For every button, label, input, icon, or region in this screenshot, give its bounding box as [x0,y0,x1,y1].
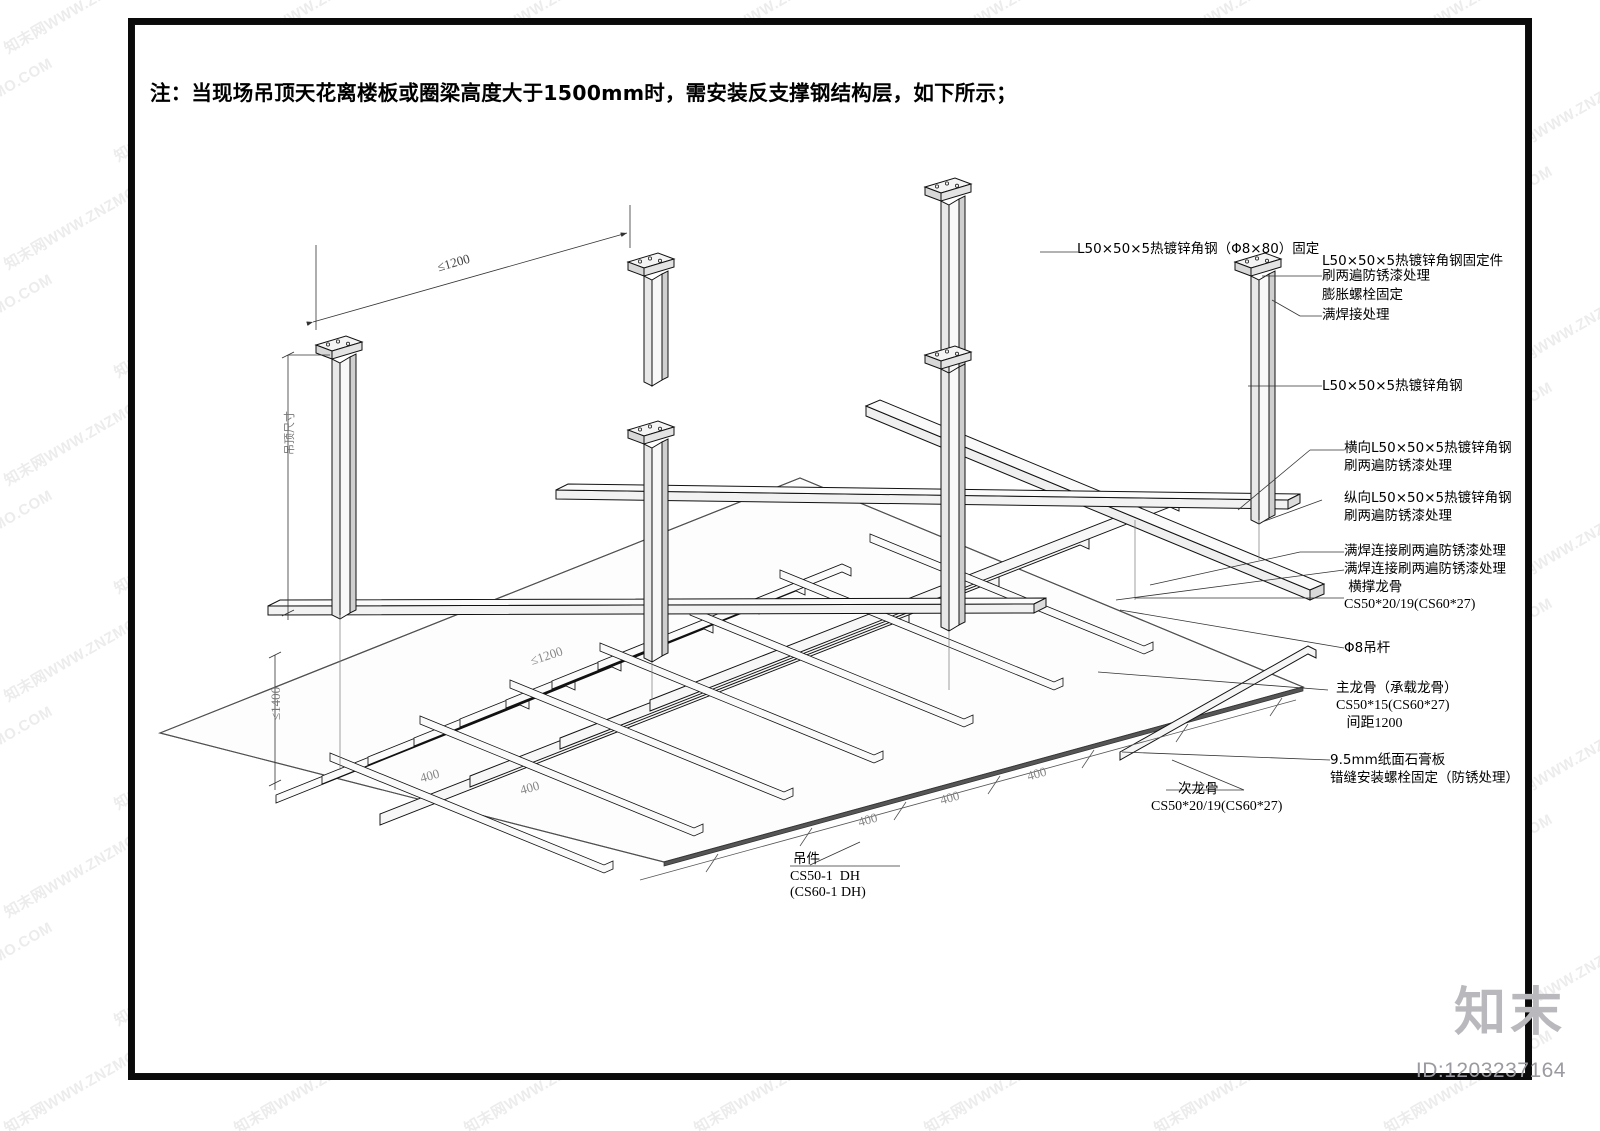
annotation-hanger-part-line2: CS50-1 DH [790,869,861,884]
annotation-secondary-keel-line2: CS50*20/19(CS60*27) [1151,799,1283,814]
annotation-fixing-piece-line4: 满焊接处理 [1322,307,1390,323]
annotation-fixing-piece-line3: 膨胀螺栓固定 [1322,287,1403,303]
annotation-main-keel-line2: CS50*15(CS60*27) [1336,698,1450,713]
annotation-longitudinal-line1: 纵向L50×50×5热镀锌角钢 [1344,490,1512,506]
note-text: 注：当现场吊顶天花离楼板或圈梁高度大于1500mm时，需安装反支撑钢结构层，如下… [150,81,1017,105]
watermark-tile: 知末网WWW.ZNZMO.COM [0,270,56,382]
annotation-secondary-keel-line1: 次龙骨 [1178,781,1219,797]
annotation-gypsum-line1: 9.5mm纸面石膏板 [1330,752,1446,768]
annotation-fixing-piece-line1: L50×50×5热镀锌角钢固定件 [1322,253,1504,269]
annotation-main-keel-line1: 主龙骨（承载龙骨） [1336,680,1458,696]
annotation-hanger-rod: Φ8吊杆 [1344,640,1391,656]
watermark-tile: 知末网WWW.ZNZMO.COM [0,702,56,814]
annotation-gypsum-line2: 错缝安装螺栓固定（防锈处理） [1330,770,1519,786]
annotation-brace-keel-line1: 横撑龙骨 [1344,579,1403,595]
annotation-hanger-part-line3: (CS60-1 DH) [790,885,866,900]
drawing-id-label: ID:1203237164 [1415,1059,1566,1082]
annotation-fixing-piece-line2: 刷两遍防锈漆处理 [1322,268,1430,284]
watermark-tile: 知末网WWW.ZNZMO.COM [0,918,56,1030]
annotation-brace-keel-line2: CS50*20/19(CS60*27) [1344,597,1476,612]
watermark-tile: 知末网WWW.ZNZMO.COM [0,486,56,598]
annotation-weld-1: 满焊连接刷两遍防锈漆处理 [1344,543,1506,559]
drawing-frame [128,18,1532,1080]
drawing-frame-inner [134,24,1526,1074]
annotation-angle-steel: L50×50×5热镀锌角钢 [1322,378,1463,394]
dimension-label-left-span: ≤1400 [268,686,283,720]
brand-watermark: 知末 [1453,983,1566,1043]
annotation-angle-steel-fix: L50×50×5热镀锌角钢（Φ8×80）固定 [1077,241,1320,257]
annotation-transverse-line2: 刷两遍防锈漆处理 [1344,458,1452,474]
annotation-longitudinal-line2: 刷两遍防锈漆处理 [1344,508,1452,524]
annotation-weld-2: 满焊连接刷两遍防锈漆处理 [1344,561,1506,577]
annotation-transverse-line1: 横向L50×50×5热镀锌角钢 [1344,440,1512,456]
dimension-label-ceiling-height: 吊顶尺寸 [284,411,296,455]
annotation-hanger-part-line1: 吊件 [793,851,820,867]
watermark-tile: 知末网WWW.ZNZMO.COM [0,54,56,166]
annotation-main-keel-line3: 间距1200 [1336,716,1403,731]
